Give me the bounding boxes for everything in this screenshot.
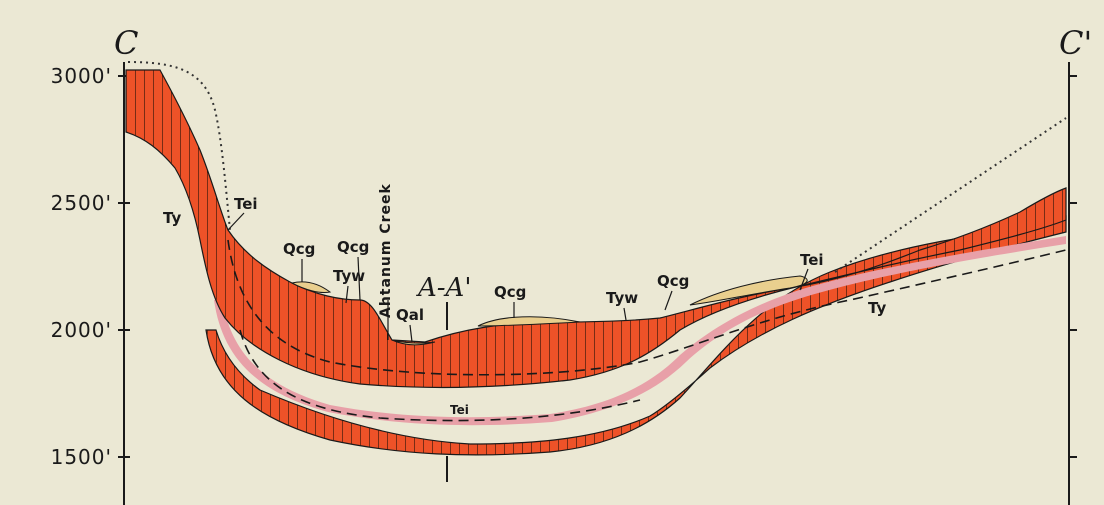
unit-label-ty-left: Ty [163,209,181,227]
unit-label-tei-left: Tei [234,195,258,213]
section-end-right: C' [1059,24,1092,62]
unit-label-tei-right: Tei [800,251,824,269]
unit-label-qcg-3: Qcg [494,283,526,301]
unit-label-qcg-1: Qcg [283,240,315,258]
creek-label: Ahtanum Creek [378,183,394,318]
section-crossing-label: A-A' [416,273,472,303]
unit-label-tyw-1: Tyw [333,267,365,285]
unit-label-tei-center: Tei [450,403,469,417]
unit-label-tyw-2: Tyw [606,289,638,307]
section-end-left: C [114,24,138,62]
unit-label-qcg-4: Qcg [657,272,689,290]
unit-label-qcg-2: Qcg [337,238,369,256]
tick-label-3000: 3000' [51,64,112,88]
tick-label-1500: 1500' [51,445,112,469]
tick-label-2500: 2500' [51,191,112,215]
tick-label-2000: 2000' [51,318,112,342]
unit-label-ty-right: Ty [868,299,886,317]
unit-label-qal: Qal [396,306,424,324]
